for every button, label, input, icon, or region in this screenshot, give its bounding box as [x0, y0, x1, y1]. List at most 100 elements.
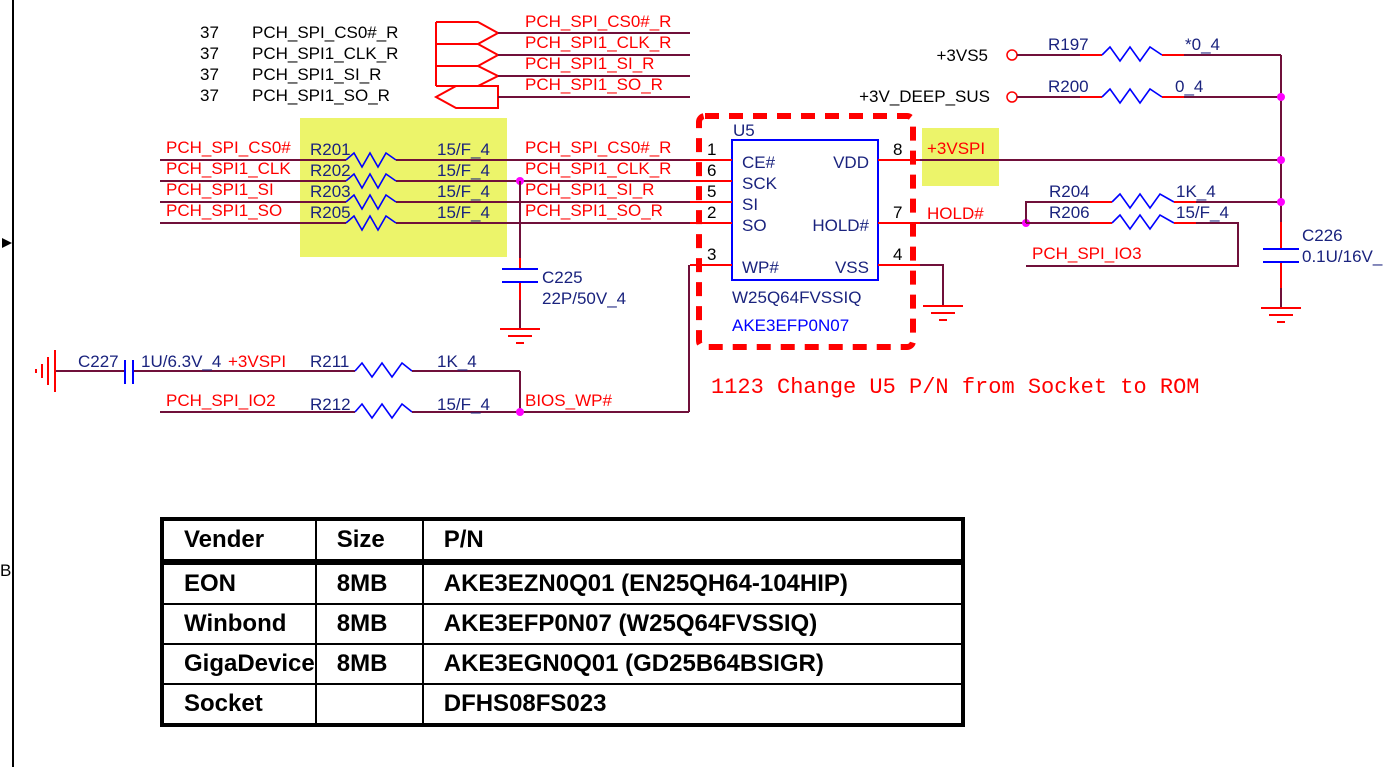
- offpage-connectors: PCH_SPI_CS0#_R PCH_SPI1_CLK_R PCH_SPI1_S…: [433, 12, 690, 109]
- size-cell: 8MB: [314, 603, 424, 645]
- resistor-value: 15/F_4: [437, 140, 490, 159]
- offpage-connector-icon: [436, 65, 501, 87]
- offpage-connector-icon: [436, 21, 501, 45]
- offpage-connector-icon: [433, 85, 499, 109]
- sheet-ref-page: 37: [200, 86, 219, 105]
- pin-number: 5: [707, 182, 716, 201]
- sheet-ref-page: 37: [200, 23, 219, 42]
- resistor-value: 15/F_4: [437, 395, 490, 414]
- capacitor-value: 1U/6.3V_4: [141, 352, 221, 371]
- vendor-cell: Socket: [161, 683, 317, 726]
- net-label: PCH_SPI_CS0#_R: [525, 138, 671, 157]
- table-row: Winbond 8MB AKE3EFP0N07 (W25Q64FVSSIQ): [161, 603, 965, 645]
- capacitor-value: 22P/50V_4: [542, 289, 626, 308]
- net-label: PCH_SPI1_SI_R: [525, 180, 654, 199]
- column-header: Vender: [161, 518, 317, 563]
- sheet-ref-net: PCH_SPI1_CLK_R: [252, 44, 398, 63]
- sheet-ref-page: 37: [200, 44, 219, 63]
- pin-name: SO: [742, 216, 767, 235]
- chip-ref: U5: [733, 121, 755, 140]
- resistor-ref: R197: [1048, 35, 1089, 54]
- pin-name: VDD: [833, 153, 869, 172]
- pin-number: 3: [707, 245, 716, 264]
- resistor-ref: R205: [310, 203, 351, 222]
- chip-internal-pn: AKE3EFP0N07: [732, 316, 849, 335]
- sheet-refs: 37 PCH_SPI_CS0#_R 37 PCH_SPI1_CLK_R 37 P…: [200, 23, 398, 105]
- resistor-value: *0_4: [1185, 35, 1220, 54]
- capacitor-ref: C225: [542, 268, 583, 287]
- resistor-value: 15/F_4: [437, 182, 490, 201]
- resistor-ref: R201: [310, 140, 351, 159]
- wp-section: C227 1U/6.3V_4 +3VSPI R211 1K_4 PCH_SPI_…: [35, 265, 690, 420]
- net-label: PCH_SPI1_CLK_R: [525, 33, 671, 52]
- resistor-ref: R203: [310, 182, 351, 201]
- resistor-symbol: [345, 151, 397, 169]
- change-note: 1123 Change U5 P/N from Socket to ROM: [711, 375, 1199, 400]
- capacitor-ref: C226: [1302, 226, 1343, 245]
- pn-cell: AKE3EFP0N07 (W25Q64FVSSIQ): [421, 603, 965, 645]
- pin-name: SCK: [742, 174, 778, 193]
- pin-name: SI: [742, 195, 758, 214]
- ground-icon: [923, 305, 963, 321]
- net-label: PCH_SPI1_SO_R: [525, 201, 663, 220]
- rail-label: +3VS5: [936, 46, 988, 65]
- net-label-io3: PCH_SPI_IO3: [1032, 244, 1142, 263]
- ground-icon: [1261, 307, 1301, 323]
- net-label-3vspi: +3VSPI: [927, 139, 985, 158]
- capacitor-ref: C227: [78, 352, 119, 371]
- resistor-symbol: [1111, 213, 1175, 231]
- size-cell: 8MB: [314, 643, 424, 685]
- ground-icon: [500, 328, 540, 344]
- hold-section: HOLD# R204 R206 1K_4 15/F_4 PCH_SPI_IO3: [920, 182, 1285, 267]
- highlight-resistors: [300, 118, 507, 257]
- net-label-hold: HOLD#: [927, 204, 984, 223]
- power-port-icon: [1006, 49, 1018, 61]
- resistor-value: 15/F_4: [437, 203, 490, 222]
- sheet-ref-net: PCH_SPI1_SI_R: [252, 65, 381, 84]
- resistor-symbol: [345, 214, 397, 232]
- net-label: PCH_SPI_CS0#_R: [525, 12, 671, 31]
- sheet-ref-net: PCH_SPI_CS0#_R: [252, 23, 398, 42]
- table-row: EON 8MB AKE3EZN0Q01 (EN25QH64-104HIP): [161, 561, 965, 605]
- resistor-value: 0_4: [1175, 77, 1203, 96]
- resistor-value: 1K_4: [1176, 182, 1216, 201]
- table-row: GigaDevice 8MB AKE3EGN0Q01 (GD25B64BSIGR…: [161, 643, 965, 685]
- capacitor-value: 0.1U/16V_: [1302, 247, 1383, 266]
- vendor-cell: GigaDevice: [161, 643, 317, 685]
- highlight-3vspi: [922, 128, 999, 186]
- pin-name: WP#: [742, 258, 779, 277]
- net-label: PCH_SPI_CS0#: [166, 138, 291, 157]
- resistor-value: 1K_4: [437, 352, 477, 371]
- size-cell: 8MB: [314, 561, 424, 605]
- series-resistors: PCH_SPI_CS0# PCH_SPI1_CLK PCH_SPI1_SI PC…: [160, 138, 700, 232]
- power-rails: +3VS5 R197 *0_4 +3V_DEEP_SUS R200 0_4 +3…: [859, 35, 1285, 240]
- pin-number: 7: [893, 203, 902, 222]
- resistor-symbol: [1101, 87, 1163, 105]
- net-label-bios-wp: BIOS_WP#: [525, 391, 612, 410]
- sheet-ref-page: 37: [200, 65, 219, 84]
- pin-name: CE#: [742, 153, 776, 172]
- resistor-value: 15/F_4: [1176, 203, 1229, 222]
- margin-label: B: [0, 561, 11, 580]
- pin-number: 1: [707, 140, 716, 159]
- net-label-3vspi: +3VSPI: [228, 352, 286, 371]
- junction-dot: [1277, 93, 1285, 101]
- pin-name: HOLD#: [812, 216, 869, 235]
- resistor-symbol: [345, 172, 397, 190]
- pn-cell: AKE3EZN0Q01 (EN25QH64-104HIP): [421, 561, 965, 605]
- pin-number: 8: [893, 140, 902, 159]
- net-label: PCH_SPI1_SO: [166, 201, 282, 220]
- rail-label: +3V_DEEP_SUS: [859, 87, 990, 106]
- net-label: PCH_SPI1_SI: [166, 180, 274, 199]
- column-header: P/N: [421, 518, 965, 563]
- pin-number: 6: [707, 161, 716, 180]
- vendor-cell: EON: [161, 561, 317, 605]
- junction-dot: [516, 408, 524, 416]
- change-highlight-box: [696, 113, 916, 350]
- border-arrow-icon: [2, 238, 12, 248]
- resistor-ref: R200: [1048, 77, 1089, 96]
- resistor-symbol: [354, 361, 413, 379]
- net-label: PCH_SPI1_CLK_R: [525, 159, 671, 178]
- offpage-connector-icon: [436, 43, 501, 67]
